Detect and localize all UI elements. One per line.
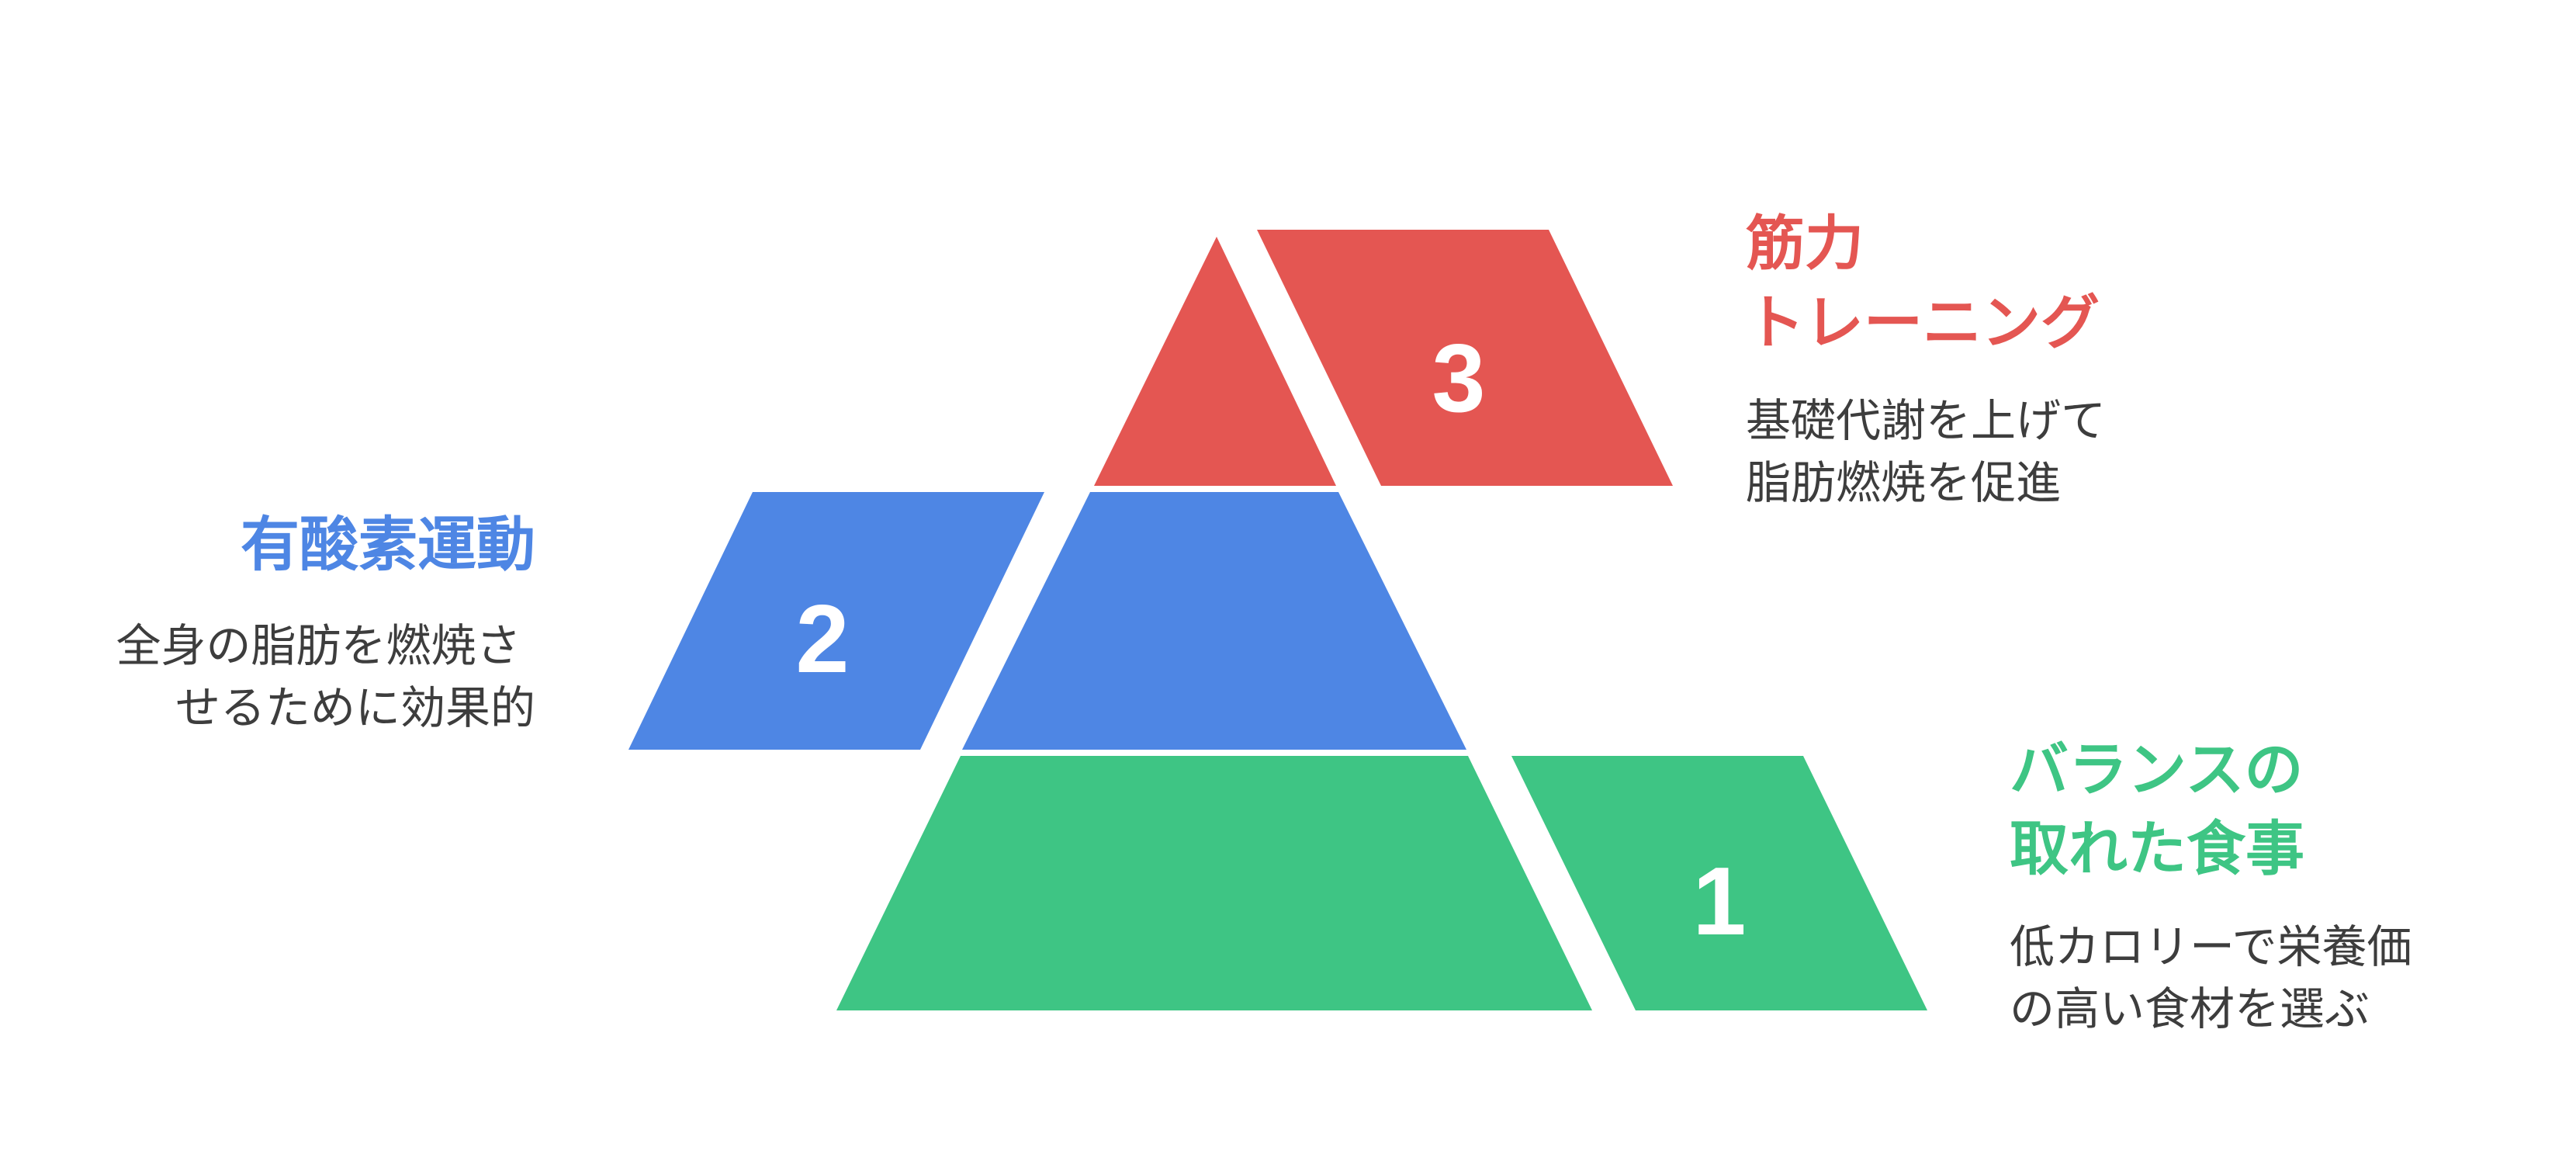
level-3-description: 基礎代謝を上げて 脂肪燃焼を促進	[1746, 394, 2120, 509]
pyramid-tier-3	[1094, 237, 1336, 486]
level-2-badge	[628, 492, 1044, 750]
level-1-number: 1	[1693, 848, 1747, 955]
pyramid-tier-1	[836, 756, 1592, 1010]
level-1-desc-line-2: の高い食材を選ぶ	[2010, 983, 2370, 1035]
level-3-badge	[1257, 230, 1673, 486]
level-2-desc-line-1: 全身の脂肪を燃焼さ	[116, 619, 521, 672]
level-2-group: 2 有酸素運動 全身の脂肪を燃焼さ せるために効果的	[116, 492, 1466, 750]
level-3-title-line-2: トレーニング	[1746, 288, 2100, 357]
level-1-desc-line-1: 低カロリーで栄養価	[2010, 920, 2412, 973]
pyramid-tier-2	[962, 492, 1466, 750]
level-3-desc-line-2: 脂肪燃焼を促進	[1746, 456, 2061, 509]
level-3-desc-line-1: 基礎代謝を上げて	[1746, 394, 2106, 447]
level-3-group: 3 筋力 トレーニング 基礎代謝を上げて 脂肪燃焼を促進	[1094, 209, 2120, 509]
level-1-badge	[1511, 756, 1927, 1010]
level-3-title-line-1: 筋力	[1746, 209, 1864, 278]
level-1-title: バランスの 取れた食事	[2010, 735, 2324, 883]
level-1-title-line-2: 取れた食事	[2010, 814, 2304, 883]
level-1-description: 低カロリーで栄養価 の高い食材を選ぶ	[2010, 920, 2426, 1035]
level-1-group: 1 バランスの 取れた食事 低カロリーで栄養価 の高い食材を選ぶ	[836, 735, 2426, 1035]
level-1-title-line-1: バランスの	[2010, 735, 2303, 804]
level-2-number: 2	[796, 586, 850, 693]
level-2-description: 全身の脂肪を燃焼さ せるために効果的	[116, 619, 535, 734]
level-3-title: 筋力 トレーニング	[1746, 209, 2100, 357]
level-3-number: 3	[1432, 325, 1486, 432]
level-2-title-line-1: 有酸素運動	[241, 510, 535, 579]
level-2-title: 有酸素運動	[241, 510, 535, 579]
level-2-desc-line-2: せるために効果的	[175, 681, 535, 734]
